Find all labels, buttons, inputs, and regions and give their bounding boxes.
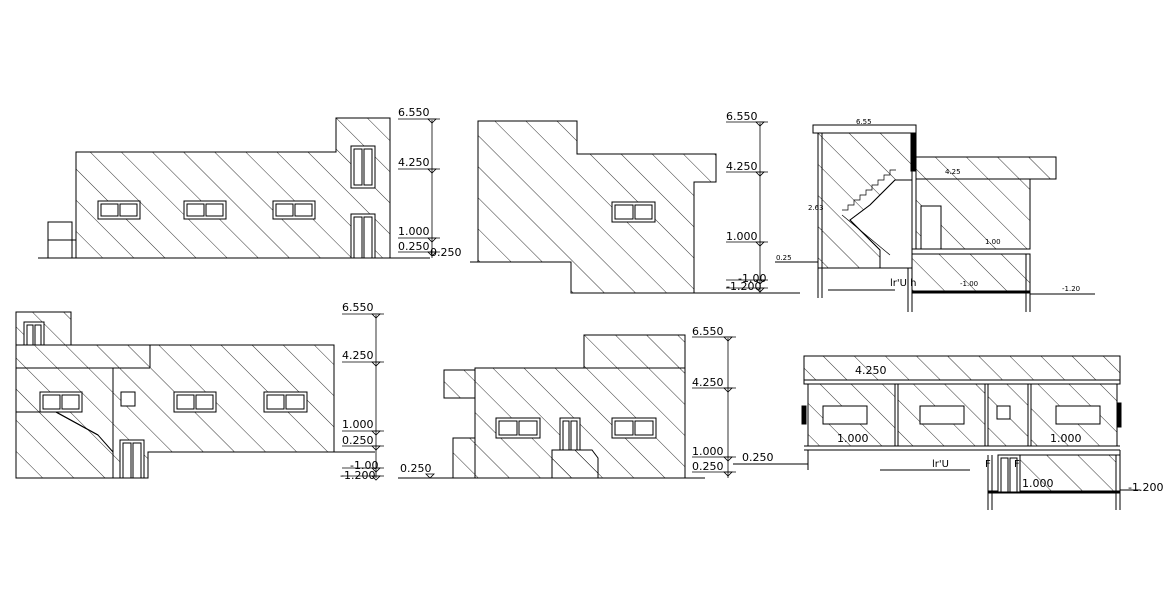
level-label: -1.200 [726,280,761,293]
level-label: 1.000 [837,432,869,445]
level-dimension-3 [342,313,384,481]
level-label: 2.63 [808,204,824,212]
level-label: -1.00 [738,272,766,285]
vent [822,405,868,425]
section-label: F [1014,459,1020,470]
level-label: 4.250 [726,160,758,173]
level-label: 1.000 [1022,477,1054,490]
vent [996,405,1011,420]
level-label: 0.250 [342,434,374,447]
ground-level-label: 0.250 [430,246,462,259]
roof-parapet [803,355,1121,381]
level-dimension-4 [692,336,736,478]
level-label: 0.250 [742,451,774,464]
elevation-rear [15,311,375,479]
level-dimension-1 [398,118,440,258]
stair-tower [583,334,686,369]
level-label: 6.550 [398,106,430,119]
level-label: -1.200 [1128,481,1163,494]
level-label: 1.000 [398,225,430,238]
elevation-side [470,120,800,294]
level-label: 1.000 [726,230,758,243]
level-dimension-2 [726,121,768,293]
level-label: 1.00 [985,238,1001,246]
level-label: 4.250 [692,376,724,389]
side-block-lower [452,437,476,479]
section-label: lr'U [932,459,949,470]
level-label: 1.000 [1050,432,1082,445]
level-label: 4.250 [855,364,887,377]
section-long [733,355,1140,510]
level-label: -1.200 [340,469,375,482]
section-label: lr'U h [890,278,916,289]
level-label: -1.20 [1062,285,1080,293]
elevation-left [398,334,705,479]
level-label: 6.550 [342,301,374,314]
vent [919,405,965,425]
section-label: F [985,459,991,470]
section-stair [775,124,1095,312]
upper-slab [915,156,1057,180]
level-label: 0.250 [398,240,430,253]
level-label: -1.00 [350,459,378,472]
door [920,205,942,250]
level-label: 6.550 [692,325,724,338]
level-label: 6.550 [726,110,758,123]
level-label: 4.25 [945,168,961,176]
level-label: 4.250 [342,349,374,362]
level-label: 1.000 [342,418,374,431]
vent [1055,405,1101,425]
level-label: 6.55 [856,118,872,126]
roof-slab [812,124,917,134]
ground-level-label: 0.250 [400,462,432,475]
level-label: 4.250 [398,156,430,169]
level-label: -1.00 [960,280,978,288]
side-block [443,369,476,399]
elevation-front [38,117,430,259]
level-label: 0.250 [692,460,724,473]
level-label: 1.000 [692,445,724,458]
window [120,391,136,407]
entry-step [551,449,599,479]
level-label: 0.25 [776,254,792,262]
